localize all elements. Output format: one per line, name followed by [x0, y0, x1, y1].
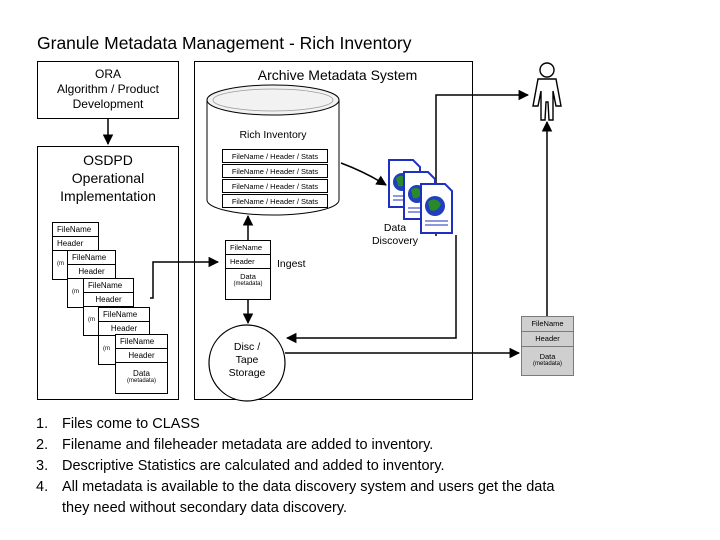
step-number: 1.	[36, 416, 49, 432]
file-header-field: Header	[68, 265, 115, 279]
ora-box: ORA Algorithm / Product Development	[37, 61, 179, 119]
file-data-field: Data (metadata)	[116, 363, 167, 384]
step-item: 3. Descriptive Statistics are calculated…	[36, 456, 554, 477]
file-header-field: Header	[53, 237, 98, 251]
file-partial-metadata: (m	[103, 346, 110, 352]
file-header-field: Header	[226, 255, 270, 269]
storage-line3: Storage	[228, 367, 266, 379]
osdpd-label-line3: Implementation	[60, 188, 156, 204]
step-item: they need without secondary data discove…	[36, 498, 554, 519]
output-file-name: FileName	[522, 317, 573, 332]
step-text: All metadata is available to the data di…	[62, 479, 555, 495]
osdpd-label-line2: Operational	[71, 170, 145, 186]
inventory-row: FileName / Header / Stats	[222, 194, 328, 208]
output-file-card: FileName Header Data (metadata)	[521, 316, 574, 376]
output-file-header: Header	[522, 332, 573, 347]
storage-line2: Tape	[235, 354, 259, 366]
inventory-row: FileName / Header / Stats	[222, 149, 328, 163]
data-discovery-line1: Data	[383, 222, 407, 234]
file-name-field: FileName	[84, 279, 133, 293]
ora-label-line2: Algorithm / Product	[56, 82, 160, 96]
inventory-table: FileName / Header / Stats FileName / Hea…	[222, 149, 328, 209]
rich-inventory-label: Rich Inventory	[239, 129, 307, 141]
storage-disc-shape	[208, 324, 286, 402]
file-name-field: FileName	[116, 335, 167, 349]
file-metadata-label: (metadata)	[126, 378, 156, 384]
step-item: 2. Filename and fileheader metadata are …	[36, 435, 554, 456]
file-data-field: Data (metadata)	[226, 269, 270, 287]
step-number: 3.	[36, 458, 49, 474]
step-number	[36, 498, 62, 519]
ora-label-line1: ORA	[94, 67, 121, 81]
osdpd-label-line1: OSDPD	[83, 152, 133, 168]
step-item: 1. Files come to CLASS	[36, 414, 554, 435]
steps-list: 1. Files come to CLASS 2. Filename and f…	[36, 414, 554, 519]
output-file-data: Data (metadata)	[522, 347, 573, 367]
step-item: 4. All metadata is available to the data…	[36, 477, 554, 498]
step-text: they need without secondary data discove…	[62, 500, 348, 516]
data-discovery-line2: Discovery	[371, 235, 419, 247]
inventory-row: FileName / Header / Stats	[222, 164, 328, 178]
file-header-field: Header	[84, 293, 133, 307]
step-number: 2.	[36, 437, 49, 453]
file-name-field: FileName	[226, 241, 270, 255]
step-text: Descriptive Statistics are calculated an…	[62, 458, 445, 474]
output-data-label: Data	[539, 352, 556, 361]
file-partial-metadata: (m	[88, 317, 95, 323]
file-header-field: Header	[116, 349, 167, 363]
storage-line1: Disc /	[233, 341, 261, 353]
step-number: 4.	[36, 479, 49, 495]
storage-label: Disc / Tape Storage	[210, 341, 284, 380]
diagram-title: Granule Metadata Management - Rich Inven…	[37, 33, 412, 53]
ingest-label: Ingest	[277, 258, 306, 270]
inventory-row: FileName / Header / Stats	[222, 179, 328, 193]
file-card: FileName Header Data (metadata)	[115, 334, 168, 394]
file-name-field: FileName	[68, 251, 115, 265]
file-metadata-label: (metadata)	[233, 281, 263, 287]
data-discovery-label: Data Discovery	[360, 222, 430, 248]
step-text: Files come to CLASS	[62, 416, 200, 432]
file-data-label: Data	[240, 272, 256, 281]
archive-title: Archive Metadata System	[257, 67, 418, 83]
step-text: Filename and fileheader metadata are add…	[62, 437, 434, 453]
user-figure	[532, 62, 562, 121]
file-partial-metadata: (m	[72, 289, 79, 295]
ora-label-line3: Development	[72, 97, 144, 111]
ingest-file-card: FileName Header Data (metadata)	[225, 240, 271, 300]
file-name-field: FileName	[99, 308, 149, 322]
file-name-field: FileName	[53, 223, 98, 237]
document-icons	[388, 159, 453, 234]
file-partial-metadata: (m	[57, 261, 64, 267]
file-data-label: Data	[133, 369, 150, 378]
output-metadata-label: (metadata)	[532, 361, 562, 367]
